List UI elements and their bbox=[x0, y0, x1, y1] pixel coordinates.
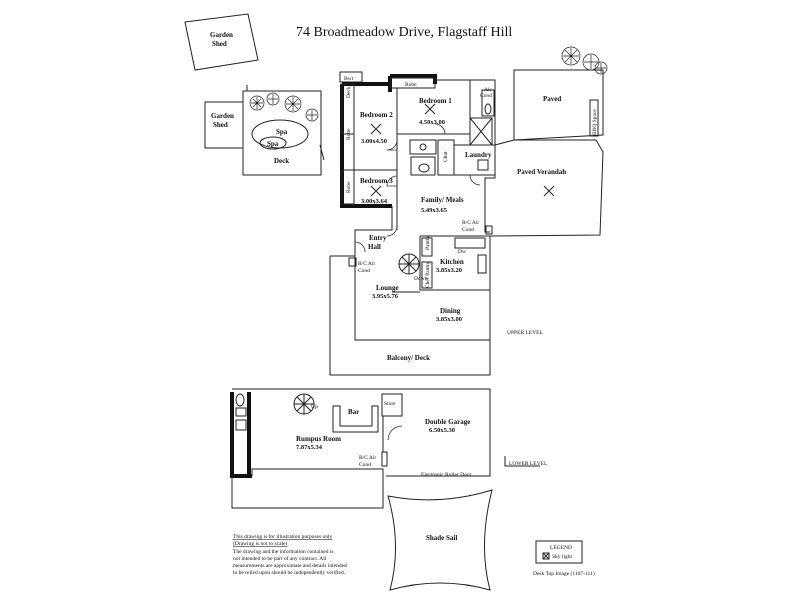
svg-text:Bedroom 3: Bedroom 3 bbox=[360, 177, 393, 185]
svg-text:Chef Pantry: Chef Pantry bbox=[424, 261, 431, 288]
svg-text:Rumpus Room: Rumpus Room bbox=[296, 435, 341, 443]
svg-text:5.49x3.65: 5.49x3.65 bbox=[421, 207, 448, 214]
svg-text:LEGEND: LEGEND bbox=[550, 545, 572, 551]
rc-air-cond-left-label: R/C Air Cond bbox=[358, 261, 375, 274]
svg-text:Garden: Garden bbox=[211, 112, 234, 120]
svg-text:3.85x3.20: 3.85x3.20 bbox=[436, 267, 462, 274]
svg-text:Cond: Cond bbox=[462, 227, 474, 233]
svg-text:Spa: Spa bbox=[276, 128, 288, 136]
bbq-space-label: BBQ Space bbox=[592, 109, 598, 135]
svg-text:Shade Sail: Shade Sail bbox=[426, 534, 457, 542]
garden-shed-top: Garden Shed bbox=[184, 13, 259, 71]
svg-text:Cond: Cond bbox=[358, 268, 370, 274]
paved-label: Paved bbox=[543, 95, 561, 103]
svg-text:Double Garage: Double Garage bbox=[425, 418, 470, 426]
svg-text:Sky light: Sky light bbox=[552, 554, 572, 560]
upper-level-label: UPPER LEVEL bbox=[507, 330, 544, 336]
svg-text:Robe: Robe bbox=[405, 82, 417, 88]
paved-verandah-label: Paved Verandah bbox=[517, 168, 566, 176]
stairs-down-icon bbox=[398, 253, 420, 275]
svg-text:Spa: Spa bbox=[267, 140, 279, 148]
svg-text:Family/ Meals: Family/ Meals bbox=[421, 196, 464, 204]
svg-text:R/C Air: R/C Air bbox=[359, 455, 376, 461]
door-swings bbox=[354, 123, 481, 253]
svg-text:Robe: Robe bbox=[346, 181, 352, 193]
svg-text:Up: Up bbox=[311, 404, 318, 410]
family-meals-label: Family/ Meals 5.49x3.65 bbox=[421, 196, 464, 214]
svg-text:Dining: Dining bbox=[440, 307, 461, 315]
svg-text:(Drawing is not to scale): (Drawing is not to scale) bbox=[233, 540, 288, 547]
svg-text:6.50x5.30: 6.50x5.30 bbox=[429, 427, 455, 434]
svg-text:Bedroom 1: Bedroom 1 bbox=[419, 97, 452, 105]
bedroom-2-label: Bedroom 2 3.00x4.50 bbox=[360, 111, 393, 145]
rc-air-cond-lower-label: R/C Air Cond bbox=[359, 455, 376, 468]
svg-text:Garden: Garden bbox=[210, 31, 233, 39]
plan-title: 74 Broadmeadow Drive, Flagstaff Hill bbox=[296, 25, 512, 40]
svg-text:Cond: Cond bbox=[359, 462, 371, 468]
svg-text:Chut: Chut bbox=[443, 151, 449, 162]
svg-text:Kitchen: Kitchen bbox=[440, 258, 464, 266]
svg-text:Hall: Hall bbox=[368, 243, 381, 251]
lounge-label: Lounge 3.95x5.76 bbox=[372, 284, 399, 300]
svg-text:measurements are approximate a: measurements are approximate and details… bbox=[233, 563, 347, 569]
svg-text:3.00x3.64: 3.00x3.64 bbox=[361, 198, 388, 205]
kitchen-label: Kitchen 3.85x3.20 bbox=[436, 258, 464, 274]
svg-text:Store: Store bbox=[384, 401, 396, 407]
lower-level-label: LOWER LEVEL bbox=[509, 461, 548, 467]
svg-text:Lounge: Lounge bbox=[376, 284, 399, 292]
balcony-label: Balcony/ Deck bbox=[387, 354, 430, 362]
lower-level-walls: Up Bar Store bbox=[230, 388, 491, 509]
svg-text:Bar: Bar bbox=[348, 408, 359, 416]
double-garage-label: Double Garage 6.50x5.30 bbox=[425, 418, 470, 434]
svg-text:Entry: Entry bbox=[369, 234, 387, 242]
svg-text:Down: Down bbox=[414, 276, 428, 282]
shade-sail: Shade Sail bbox=[387, 489, 493, 591]
svg-text:Shed: Shed bbox=[212, 40, 227, 48]
svg-text:R/C Air: R/C Air bbox=[462, 220, 479, 226]
svg-text:Deck: Deck bbox=[346, 86, 352, 98]
svg-text:7.87x5.34: 7.87x5.34 bbox=[296, 444, 323, 451]
svg-text:The drawing and the informatio: The drawing and the information containe… bbox=[233, 548, 334, 555]
garden-shed-left: Garden Shed bbox=[204, 101, 244, 149]
svg-text:Air: Air bbox=[484, 87, 492, 93]
svg-text:R/C Air: R/C Air bbox=[358, 261, 375, 267]
credit: Desk Top Image (1107-111) bbox=[533, 570, 595, 577]
svg-text:Dw: Dw bbox=[458, 249, 466, 255]
svg-text:This drawing is for illustrati: This drawing is for illustration purpose… bbox=[233, 533, 333, 540]
roller-door-label: Electronic Roller Door bbox=[421, 472, 472, 478]
svg-text:Rwt: Rwt bbox=[344, 76, 354, 82]
rc-air-cond-right-label: R/C Air Cond bbox=[462, 220, 479, 233]
tree-icon bbox=[561, 46, 608, 75]
dining-label: Dining 3.85x3.00 bbox=[436, 307, 462, 323]
svg-text:3.85x3.00: 3.85x3.00 bbox=[436, 316, 462, 323]
legend: LEGEND Sky light bbox=[535, 540, 583, 564]
entry-hall-label: Entry Hall bbox=[368, 234, 387, 251]
svg-text:to be relied upon should be in: to be relied upon should be independentl… bbox=[233, 569, 346, 576]
plant-icon bbox=[249, 92, 319, 122]
svg-text:3.00x4.50: 3.00x4.50 bbox=[361, 138, 387, 145]
stairs-up-icon bbox=[293, 393, 315, 415]
svg-text:Cond: Cond bbox=[480, 93, 492, 99]
bedroom-3-label: Bedroom 3 3.00x3.64 bbox=[360, 177, 393, 205]
svg-text:Laundry: Laundry bbox=[465, 151, 492, 159]
upper-level-walls: Rwt Deck Robe Robe Robe Chut Air Cond bbox=[329, 69, 604, 376]
svg-text:Pantry: Pantry bbox=[425, 235, 431, 250]
spa-deck: Spa Spa Deck bbox=[242, 85, 325, 176]
svg-text:4.50x3.00: 4.50x3.00 bbox=[419, 119, 445, 126]
skylight-icon bbox=[542, 552, 550, 560]
ceiling-fan-icons bbox=[370, 103, 555, 197]
svg-text:Bedroom 2: Bedroom 2 bbox=[360, 111, 393, 119]
bedroom-1-label: Bedroom 1 4.50x3.00 bbox=[419, 97, 452, 126]
svg-text:3.95x5.76: 3.95x5.76 bbox=[372, 293, 399, 300]
svg-text:not intended to be part of any: not intended to be part of any contract.… bbox=[233, 555, 327, 562]
svg-text:Robe: Robe bbox=[346, 128, 352, 140]
svg-text:Shed: Shed bbox=[213, 121, 228, 129]
rumpus-room-label: Rumpus Room 7.87x5.34 bbox=[296, 435, 341, 451]
disclaimer: This drawing is for illustration purpose… bbox=[233, 533, 347, 576]
svg-text:Deck: Deck bbox=[274, 157, 289, 165]
